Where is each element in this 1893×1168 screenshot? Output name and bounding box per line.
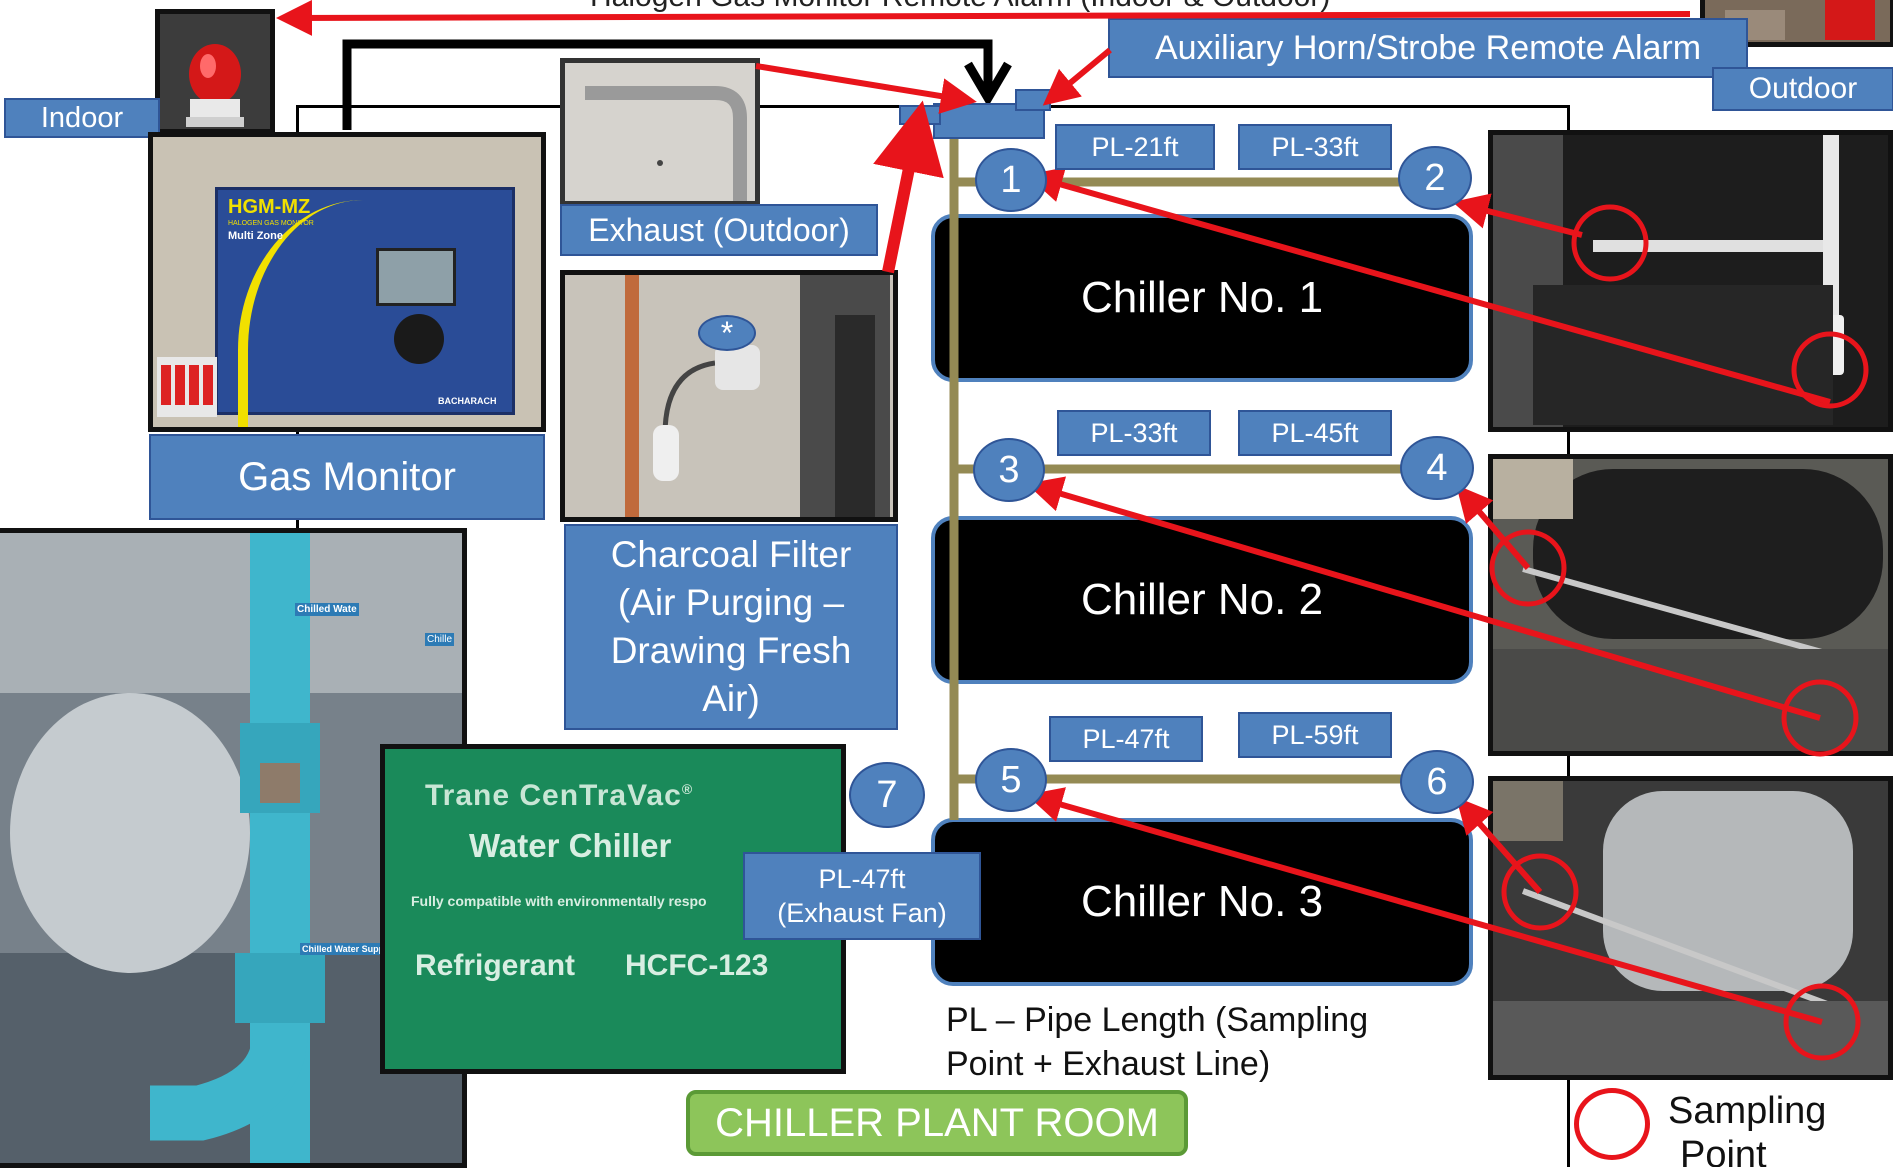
sampling-pipe-icon-3 — [1493, 781, 1888, 1075]
outdoor-label: Outdoor — [1712, 67, 1893, 111]
gas-monitor-label: Gas Monitor — [149, 434, 545, 520]
pl-callout-2: PL-33ft — [1238, 124, 1392, 170]
asterisk-text: * — [720, 314, 734, 351]
filter-icon — [565, 275, 893, 517]
pl-callout-3: PL-33ft — [1057, 410, 1211, 456]
plate-brand: Trane CenTraVac® — [425, 779, 693, 813]
pipe-tag-3: Chilled Water Supp — [300, 943, 387, 955]
gas-monitor-photo: HGM-MZ HALOGEN GAS MONITOR Multi Zone BA… — [148, 132, 546, 432]
exhaust-photo — [560, 58, 760, 206]
chiller-1-label: Chiller No. 1 — [1080, 273, 1324, 322]
room-label-text: CHILLER PLANT ROOM — [715, 1100, 1159, 1145]
pl-legend-line2: Point + Exhaust Line) — [946, 1045, 1271, 1083]
point-4: 4 — [1400, 436, 1474, 500]
pl-callout-7-line2: (Exhaust Fan) — [777, 898, 947, 928]
plate-line4b: HCFC-123 — [625, 949, 769, 982]
beacon-icon — [160, 14, 270, 129]
pl-callout-6: PL-59ft — [1238, 712, 1392, 758]
exhaust-label: Exhaust (Outdoor) — [560, 204, 878, 256]
top-title-strip: Halogen Gas Monitor Remote Alarm (Indoor… — [160, 0, 1680, 14]
sampling-point-legend: Sampling Point — [1570, 1086, 1893, 1167]
point-6: 6 — [1400, 750, 1474, 814]
monitor-model: HGM-MZ — [228, 196, 311, 218]
pipe-photo-icon — [0, 533, 462, 1163]
breaker-row — [157, 357, 217, 417]
pl-legend: PL – Pipe Length (Sampling Point + Exhau… — [946, 998, 1426, 1086]
pl-callout-4: PL-45ft — [1238, 410, 1392, 456]
pipe-tag-2: Chille — [425, 633, 455, 646]
plate-reg: ® — [681, 781, 694, 797]
chiller-room-photo: Chilled Wate Chille Chilled Water Supp — [0, 528, 467, 1168]
asterisk-badge: * — [698, 315, 756, 351]
pl-callout-5: PL-47ft — [1049, 716, 1203, 762]
pipe-tag-1: Chilled Wate — [295, 603, 359, 616]
indoor-alarm-photo — [155, 9, 275, 134]
title-text: Halogen Gas Monitor Remote Alarm (Indoor… — [590, 0, 1330, 14]
aux-alarm-label: Auxiliary Horn/Strobe Remote Alarm — [1108, 18, 1748, 78]
exhaust-arrow-head — [964, 61, 1012, 107]
plate-line4a: Refrigerant — [415, 949, 576, 982]
sampling-photo-2 — [1488, 454, 1893, 756]
indoor-label: Indoor — [4, 98, 160, 138]
monitor-yellow-swoosh — [238, 200, 488, 427]
chiller-2: Chiller No. 2 — [931, 516, 1473, 684]
point-7: 7 — [849, 762, 925, 828]
monitor-enclosure: HGM-MZ HALOGEN GAS MONITOR Multi Zone BA… — [215, 187, 515, 427]
charcoal-line3: Drawing Fresh — [610, 630, 852, 671]
sampling-pipe-icon-1 — [1493, 135, 1888, 427]
plate-line2: Water Chiller — [469, 827, 672, 864]
monitor-keypad — [394, 314, 444, 364]
pl-legend-line1: PL – Pipe Length (Sampling — [946, 1001, 1369, 1039]
monitor-zone: Multi Zone — [228, 230, 283, 242]
charcoal-filter-photo — [560, 270, 898, 522]
pl-callout-7: PL-47ft (Exhaust Fan) — [743, 852, 981, 940]
sampling-point-legend-line1: Sampling — [1668, 1090, 1827, 1132]
sampling-photo-1 — [1488, 130, 1893, 432]
point-2: 2 — [1398, 146, 1472, 210]
charcoal-line4: Air) — [702, 678, 760, 719]
sampling-photo-3 — [1488, 776, 1893, 1080]
room-label: CHILLER PLANT ROOM — [686, 1090, 1188, 1156]
sampling-point-legend-line2: Point — [1680, 1134, 1767, 1167]
point-1: 1 — [975, 148, 1047, 212]
pl-callout-7-line1: PL-47ft — [818, 864, 906, 894]
plate-line3: Fully compatible with environmentally re… — [411, 893, 707, 909]
chiller-2-label: Chiller No. 2 — [1080, 575, 1324, 624]
point-5: 5 — [975, 748, 1047, 812]
chiller-3: Chiller No. 3 — [931, 818, 1473, 986]
point-3: 3 — [973, 438, 1045, 502]
pl-callout-1: PL-21ft — [1055, 124, 1215, 170]
monitor-subtitle: HALOGEN GAS MONITOR — [228, 220, 314, 227]
charcoal-line1: Charcoal Filter — [610, 534, 852, 575]
plate-brand-text: Trane CenTraVac — [425, 779, 682, 812]
chiller-1: Chiller No. 1 — [931, 214, 1473, 382]
charcoal-line2: (Air Purging – — [617, 582, 845, 623]
monitor-display — [376, 248, 456, 306]
sampling-pipe-icon-2 — [1493, 459, 1888, 751]
charcoal-filter-label: Charcoal Filter (Air Purging – Drawing F… — [564, 524, 898, 730]
chiller-3-label: Chiller No. 3 — [1080, 877, 1324, 926]
conduit-icon — [565, 63, 755, 201]
monitor-brand: BACHARACH — [438, 396, 497, 406]
sampling-point-legend-circle — [1574, 1088, 1650, 1160]
